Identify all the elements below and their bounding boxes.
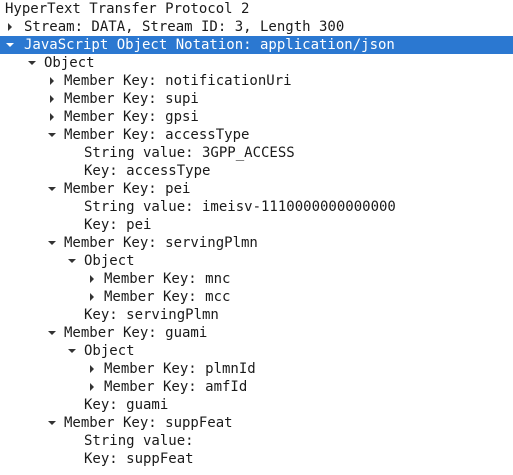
tree-row-pei-key[interactable]: Key: pei bbox=[0, 216, 513, 234]
collapsed-arrow-icon[interactable] bbox=[4, 18, 16, 36]
tree-row-label: Member Key: guami bbox=[64, 325, 208, 341]
tree-row-label: Key: servingPlmn bbox=[84, 307, 219, 323]
tree-row-member-guami[interactable]: Member Key: guami bbox=[0, 324, 513, 342]
tree-row-label: Member Key: plmnId bbox=[104, 361, 256, 377]
expanded-arrow-icon[interactable] bbox=[46, 414, 58, 432]
tree-row-servingplmn-key[interactable]: Key: servingPlmn bbox=[0, 306, 513, 324]
tree-row-stream-data-row[interactable]: Stream: DATA, Stream ID: 3, Length 300 bbox=[0, 18, 513, 36]
tree-row-label: Object bbox=[84, 253, 135, 269]
tree-row-member-amfid[interactable]: Member Key: amfId bbox=[0, 378, 513, 396]
collapsed-arrow-icon[interactable] bbox=[46, 90, 58, 108]
tree-row-label: Member Key: accessType bbox=[64, 127, 250, 143]
tree-row-label: JavaScript Object Notation: application/… bbox=[24, 37, 395, 53]
tree-row-json-row[interactable]: JavaScript Object Notation: application/… bbox=[0, 36, 513, 54]
tree-row-label: Member Key: notificationUri bbox=[64, 73, 292, 89]
tree-row-accesstype-key[interactable]: Key: accessType bbox=[0, 162, 513, 180]
expanded-arrow-icon[interactable] bbox=[4, 36, 16, 54]
tree-row-http2-row[interactable]: HyperText Transfer Protocol 2 bbox=[0, 0, 513, 18]
expanded-arrow-icon[interactable] bbox=[66, 342, 78, 360]
tree-row-label: HyperText Transfer Protocol 2 bbox=[5, 1, 250, 17]
tree-row-label: Member Key: gpsi bbox=[64, 109, 199, 125]
tree-row-member-mnc[interactable]: Member Key: mnc bbox=[0, 270, 513, 288]
tree-row-label: Object bbox=[44, 55, 95, 71]
tree-row-label: Stream: DATA, Stream ID: 3, Length 300 bbox=[24, 19, 345, 35]
tree-row-label: Member Key: suppFeat bbox=[64, 415, 233, 431]
tree-row-label: Member Key: mcc bbox=[104, 289, 231, 305]
collapsed-arrow-icon[interactable] bbox=[46, 108, 58, 126]
collapsed-arrow-icon[interactable] bbox=[86, 360, 98, 378]
tree-row-member-servingplmn[interactable]: Member Key: servingPlmn bbox=[0, 234, 513, 252]
tree-row-pei-string-value[interactable]: String value: imeisv-1110000000000000 bbox=[0, 198, 513, 216]
collapsed-arrow-icon[interactable] bbox=[86, 270, 98, 288]
expanded-arrow-icon[interactable] bbox=[46, 180, 58, 198]
tree-row-label: Member Key: supi bbox=[64, 91, 199, 107]
tree-row-member-suppfeat[interactable]: Member Key: suppFeat bbox=[0, 414, 513, 432]
tree-row-label: Member Key: amfId bbox=[104, 379, 248, 395]
tree-row-label: String value: 3GPP_ACCESS bbox=[84, 145, 295, 161]
tree-row-servingplmn-object[interactable]: Object bbox=[0, 252, 513, 270]
tree-row-guami-object[interactable]: Object bbox=[0, 342, 513, 360]
expanded-arrow-icon[interactable] bbox=[26, 54, 38, 72]
tree-row-label: Key: accessType bbox=[84, 163, 211, 179]
tree-row-label: Object bbox=[84, 343, 135, 359]
collapsed-arrow-icon[interactable] bbox=[86, 378, 98, 396]
tree-row-label: Key: pei bbox=[84, 217, 152, 233]
tree-row-member-notificationuri[interactable]: Member Key: notificationUri bbox=[0, 72, 513, 90]
expanded-arrow-icon[interactable] bbox=[66, 252, 78, 270]
tree-row-accesstype-string-value[interactable]: String value: 3GPP_ACCESS bbox=[0, 144, 513, 162]
tree-row-suppfeat-key[interactable]: Key: suppFeat bbox=[0, 450, 513, 468]
tree-row-member-pei[interactable]: Member Key: pei bbox=[0, 180, 513, 198]
tree-row-suppfeat-string-value[interactable]: String value: bbox=[0, 432, 513, 450]
tree-row-label: String value: imeisv-1110000000000000 bbox=[84, 199, 396, 215]
tree-row-label: Member Key: mnc bbox=[104, 271, 231, 287]
tree-row-object-row[interactable]: Object bbox=[0, 54, 513, 72]
tree-row-label: Member Key: pei bbox=[64, 181, 191, 197]
tree-row-label: Member Key: servingPlmn bbox=[64, 235, 258, 251]
tree-row-label: Key: guami bbox=[84, 397, 169, 413]
tree-row-member-plmnid[interactable]: Member Key: plmnId bbox=[0, 360, 513, 378]
expanded-arrow-icon[interactable] bbox=[46, 126, 58, 144]
tree-row-guami-key[interactable]: Key: guami bbox=[0, 396, 513, 414]
tree-row-label: Key: suppFeat bbox=[84, 451, 194, 467]
collapsed-arrow-icon[interactable] bbox=[46, 72, 58, 90]
tree-row-member-mcc[interactable]: Member Key: mcc bbox=[0, 288, 513, 306]
tree-row-member-gpsi[interactable]: Member Key: gpsi bbox=[0, 108, 513, 126]
expanded-arrow-icon[interactable] bbox=[46, 234, 58, 252]
collapsed-arrow-icon[interactable] bbox=[86, 288, 98, 306]
tree-row-member-supi[interactable]: Member Key: supi bbox=[0, 90, 513, 108]
expanded-arrow-icon[interactable] bbox=[46, 324, 58, 342]
tree-row-label: String value: bbox=[84, 433, 194, 449]
tree-row-member-accesstype[interactable]: Member Key: accessType bbox=[0, 126, 513, 144]
